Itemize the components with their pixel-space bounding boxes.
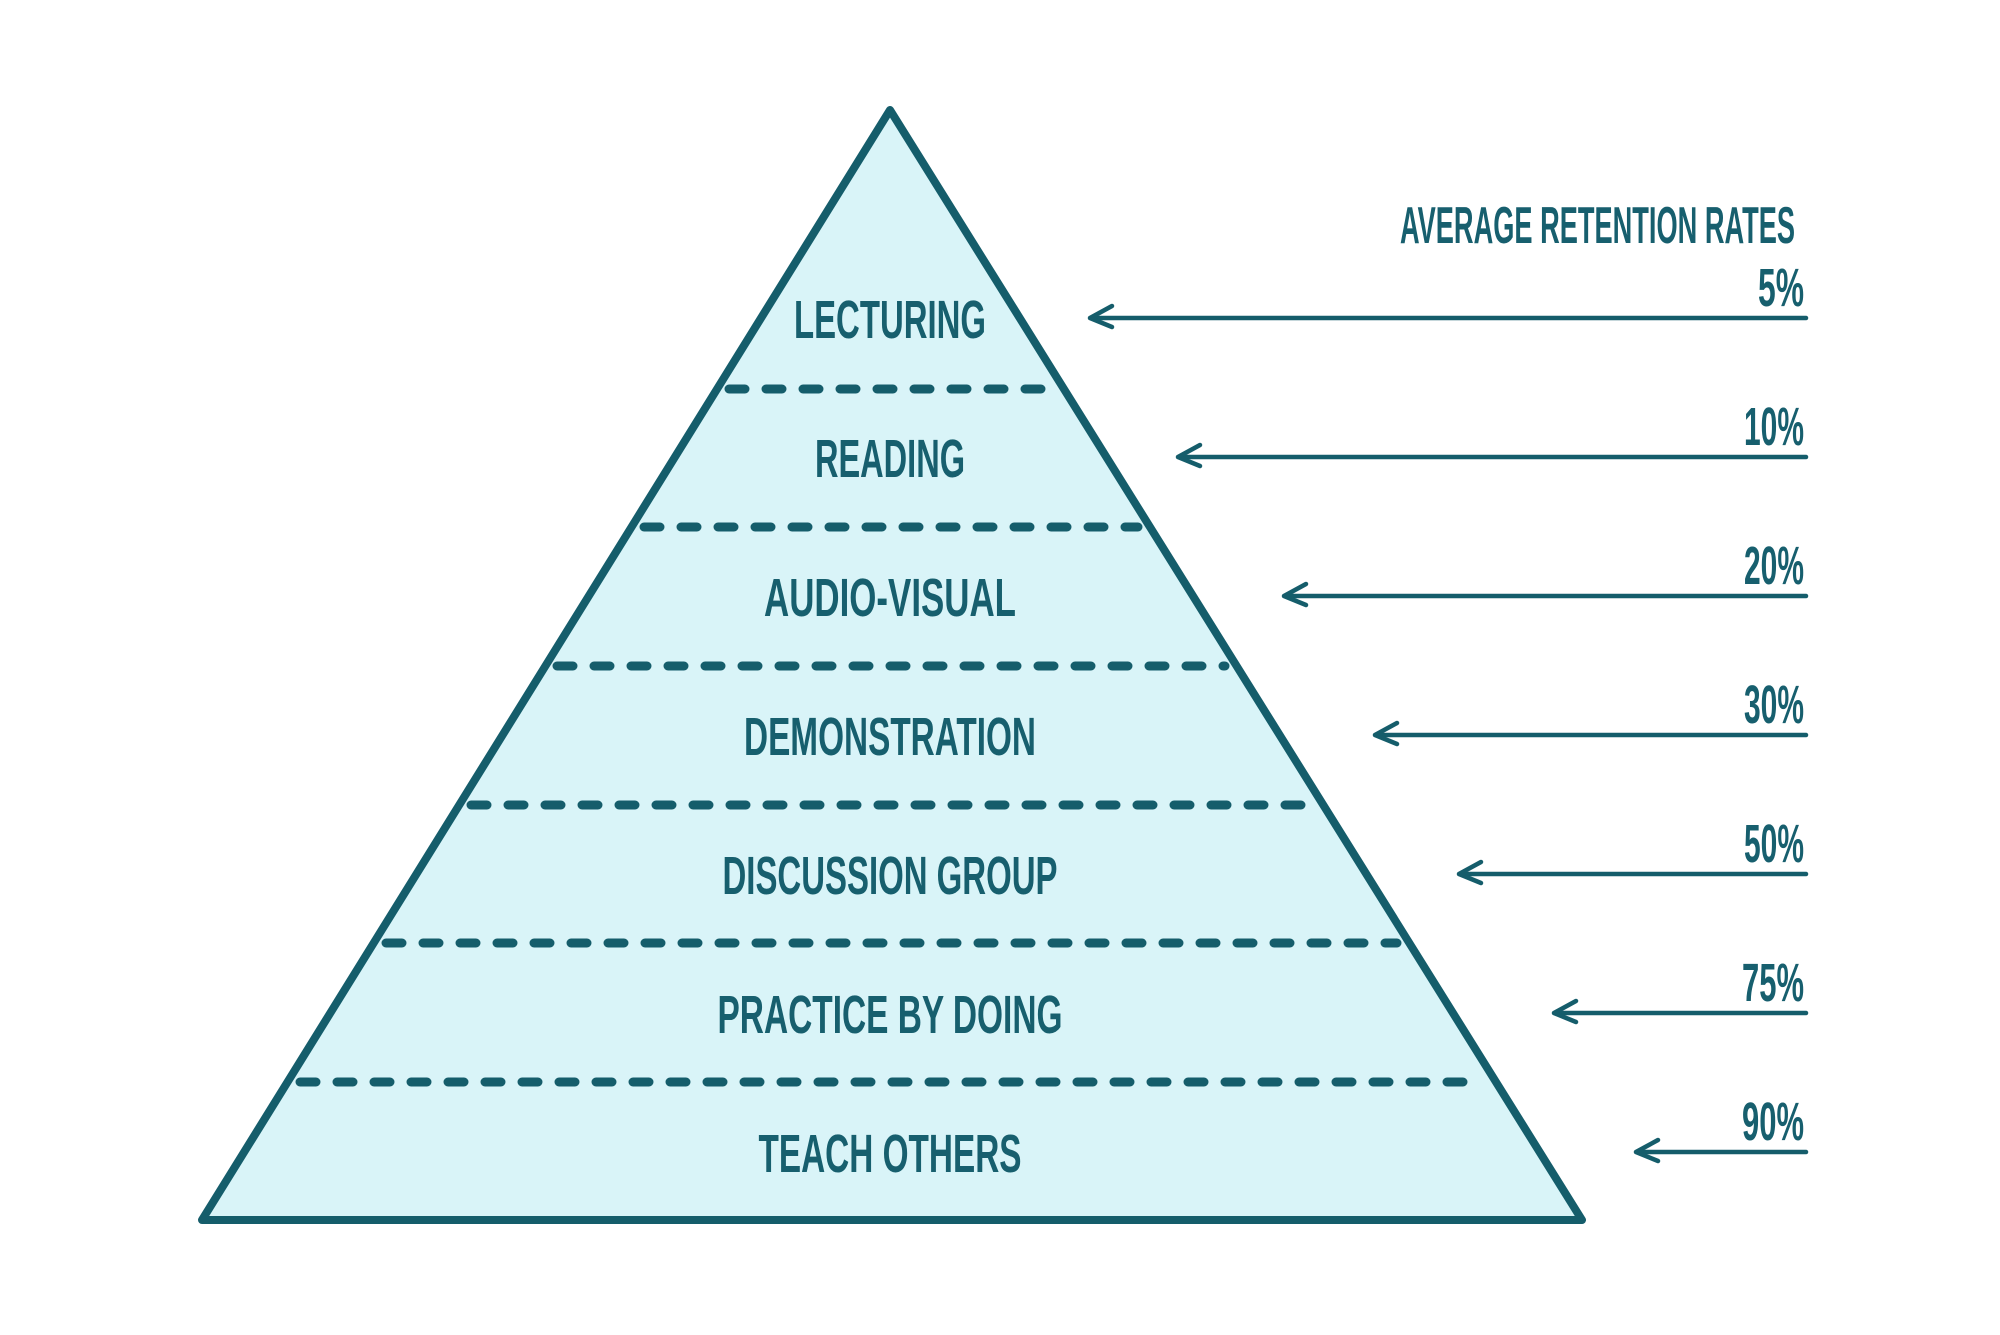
level-label: READING bbox=[815, 429, 965, 489]
pyramid-level-demonstration: DEMONSTRATION 30% bbox=[744, 675, 1809, 767]
retention-rate-value: 75% bbox=[1742, 953, 1804, 1013]
retention-rate-value: 20% bbox=[1744, 536, 1804, 596]
arrow-head-icon bbox=[1087, 303, 1115, 330]
arrow-head-icon bbox=[1281, 581, 1309, 608]
pyramid-level-teach-others: TEACH OTHERS 90% bbox=[759, 1092, 1809, 1184]
level-label: AUDIO-VISUAL bbox=[764, 568, 1016, 628]
arrow-head-icon bbox=[1175, 442, 1203, 469]
arrow-head-icon bbox=[1372, 720, 1400, 747]
arrow-head-icon bbox=[1633, 1137, 1661, 1164]
retention-rate-value: 50% bbox=[1744, 814, 1804, 874]
retention-rate-value: 10% bbox=[1744, 397, 1804, 457]
level-label: TEACH OTHERS bbox=[759, 1124, 1022, 1184]
pyramid-level-practice-by-doing: PRACTICE BY DOING 75% bbox=[718, 953, 1809, 1045]
pyramid-level-reading: READING 10% bbox=[815, 397, 1809, 489]
pyramid-level-discussion-group: DISCUSSION GROUP 50% bbox=[723, 814, 1809, 906]
arrow-head-icon bbox=[1456, 859, 1484, 886]
pyramid-level-lecturing: LECTURING 5% bbox=[794, 258, 1809, 350]
level-label: PRACTICE BY DOING bbox=[718, 985, 1063, 1045]
retention-rate-value: 5% bbox=[1758, 258, 1804, 318]
level-label: DEMONSTRATION bbox=[744, 707, 1036, 767]
level-label: LECTURING bbox=[794, 290, 986, 350]
level-label: DISCUSSION GROUP bbox=[723, 846, 1058, 906]
pyramid-level-audio-visual: AUDIO-VISUAL 20% bbox=[764, 536, 1809, 628]
retention-rate-value: 90% bbox=[1742, 1092, 1804, 1152]
retention-rate-value: 30% bbox=[1744, 675, 1804, 735]
arrow-head-icon bbox=[1551, 998, 1579, 1025]
chart-title: AVERAGE RETENTION RATES bbox=[1400, 197, 1795, 255]
